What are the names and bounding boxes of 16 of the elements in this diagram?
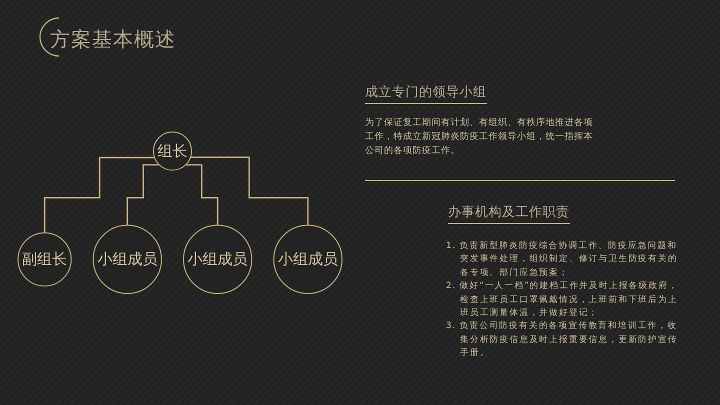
role-circle: 小组成员 [183, 224, 252, 294]
connector-line [126, 164, 160, 226]
role-circle: 小组成员 [273, 224, 342, 294]
section-heading: 成立专门的领导小组 [365, 84, 486, 104]
connector-line [44, 156, 155, 234]
list-item: 3. 负责公司防疫有关的各项宣传教育和培训工作，收集分析防疫信息及时上报重要信息，更新防护宣传手册。 [446, 320, 679, 360]
role-circle: 组长 [152, 131, 192, 170]
paragraph: 为了保证复工期间有计划、有组织、有秩序地推进各项工作，特成立新冠肺炎防疫工作领导小组，统一指挥本公司的各项防疫工作。 [365, 116, 594, 158]
role-circle: 副组长 [18, 232, 72, 286]
section-heading: 办事机构及工作职责 [448, 204, 570, 224]
role-circle: 小组成员 [92, 224, 162, 294]
connector-line [186, 164, 218, 226]
list-item: 2. 做好“一人一档”的建档工作并及时上报各级政府，检查上班员工口罩佩戴情况，上班前和下班后为上班员工测量体温，并做好登记； [446, 280, 680, 320]
title: 方案基本概述 [50, 27, 176, 51]
list-item: 1. 负责新型肺炎防疫综合协调工作、防疫应急问题和突发事件处理，组织制定、修订与卫生防疫有关的各专项、部门应急预案； [446, 240, 679, 280]
connector-line [190, 156, 309, 226]
